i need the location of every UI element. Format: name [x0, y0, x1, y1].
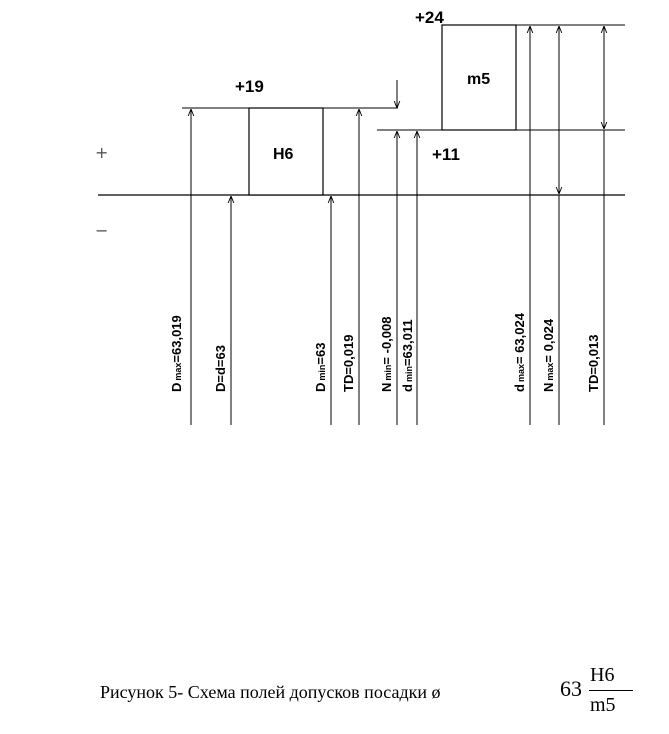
hole-upper-deviation: +19 [235, 77, 264, 96]
shaft-lower-deviation: +11 [432, 145, 460, 164]
label-nmin: Nmin= -0,008 [379, 317, 394, 392]
plus-sign: + [95, 143, 108, 162]
label-dmax-hole: Dmax=63,019 [169, 315, 184, 392]
label-dmin-shaft: dmin=63,011 [400, 319, 415, 392]
caption-fit-shaft: m5 [590, 694, 616, 716]
label-td-hole: TD=0,019 [341, 335, 356, 392]
caption-fit-hole: H6 [590, 664, 615, 686]
shaft-upper-deviation: +24 [415, 8, 444, 27]
caption-text: Рисунок 5- Схема полей допусков посадки … [100, 682, 441, 702]
label-nmax: Nmax= 0,024 [541, 318, 556, 392]
caption-nominal-size: 63 [560, 676, 582, 701]
shaft-field-box [441, 24, 517, 131]
caption-fit-designation: 63 H6 m5 [560, 664, 640, 724]
label-dmax-shaft: dmax= 63,024 [512, 312, 527, 392]
shaft-field-label: m5 [467, 71, 490, 88]
label-d-nominal: D=d=63 [213, 345, 228, 392]
label-dmin-hole: Dmin=63 [313, 343, 328, 392]
hole-field-label: H6 [273, 146, 294, 163]
minus-sign: − [95, 221, 108, 240]
label-td-shaft: TD=0,013 [586, 335, 601, 392]
figure-caption: Рисунок 5- Схема полей допусков посадки … [100, 664, 660, 724]
caption-fraction-bar [589, 690, 633, 691]
tolerance-field-scheme: +19 +24 +11 H6 m5 + − Dmax=63,019 D=d=63… [95, 8, 625, 425]
hole-field-box [248, 107, 324, 196]
